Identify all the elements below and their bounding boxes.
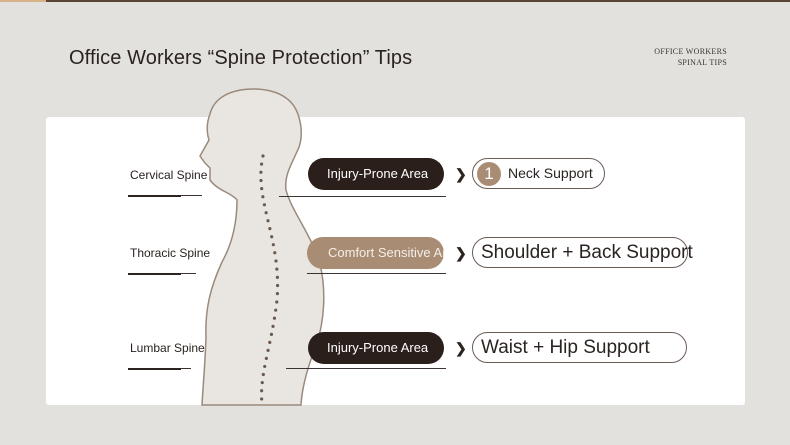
support-label-shoulder-back: Shoulder + Back Support bbox=[481, 242, 693, 263]
chevron-right-icon: ❯ bbox=[455, 340, 467, 356]
spine-label-lumbar: Lumbar Spine bbox=[130, 341, 205, 355]
spine-label-thoracic: Thoracic Spine bbox=[130, 246, 211, 260]
chevron-right-icon: ❯ bbox=[455, 166, 467, 182]
corner-tag-line-2: SPINAL TIPS bbox=[677, 58, 727, 67]
label-underline-thoracic bbox=[128, 272, 196, 275]
spine-label-cervical: Cervical Spine bbox=[130, 168, 208, 182]
chevron-right-icon: ❯ bbox=[455, 245, 467, 261]
corner-tag: OFFICE WORKERS SPINAL TIPS bbox=[654, 46, 727, 68]
support-label-neck: Neck Support bbox=[508, 165, 593, 181]
connector-line-thoracic bbox=[307, 273, 446, 274]
support-box-waist-hip: Waist + Hip Support bbox=[472, 332, 687, 363]
connector-line-lumbar bbox=[286, 368, 446, 369]
label-underline-cervical bbox=[128, 194, 202, 197]
support-box-neck: 1 Neck Support bbox=[472, 158, 605, 189]
area-pill-thoracic: Comfort Sensitive Area bbox=[307, 237, 444, 269]
corner-tag-line-1: OFFICE WORKERS bbox=[654, 47, 727, 56]
support-number-badge: 1 bbox=[477, 162, 501, 186]
support-label-waist-hip: Waist + Hip Support bbox=[481, 337, 650, 358]
connector-line-cervical bbox=[279, 196, 446, 197]
top-accent-bar bbox=[0, 0, 790, 2]
area-pill-lumbar: Injury-Prone Area bbox=[308, 332, 444, 364]
support-box-shoulder-back: Shoulder + Back Support bbox=[472, 237, 693, 268]
page-title: Office Workers “Spine Protection” Tips bbox=[69, 47, 413, 69]
label-underline-lumbar bbox=[128, 367, 191, 370]
area-pill-cervical: Injury-Prone Area bbox=[308, 158, 444, 190]
